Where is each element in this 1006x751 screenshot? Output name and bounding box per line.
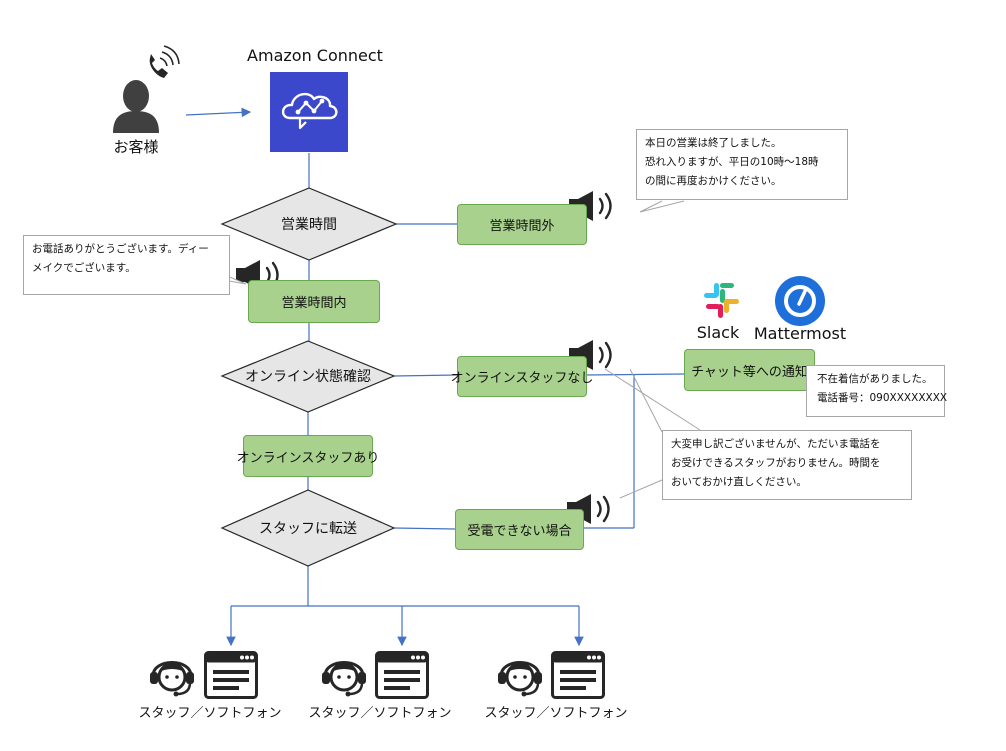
customer-label: お客様	[113, 138, 159, 156]
callout-tail-busy-3	[619, 479, 663, 499]
softphone-window-icon	[551, 651, 605, 699]
staff-label-3: スタッフ／ソフトフォン	[484, 706, 628, 721]
note-line: 電話番号：090XXXXXXXX	[817, 392, 948, 404]
decision-hours-label: 営業時間	[281, 217, 337, 233]
decision-transfer-label: スタッフに転送	[259, 521, 357, 537]
phone-ringing-icon	[149, 45, 180, 78]
note-line: お受けできるスタッフがおりません。時間を	[671, 457, 881, 469]
busy-message-note: 大変申し訳ございませんが、ただいま電話を お受けできるスタッフがおりません。時間…	[662, 430, 912, 500]
mattermost-icon	[775, 276, 825, 326]
note-line: 本日の営業は終了しました。	[645, 137, 782, 149]
note-line: メイクでございます。	[32, 262, 136, 274]
softphone-window-icon	[204, 651, 258, 699]
online-to-no-staff-line	[393, 374, 458, 377]
connect-cloud-icon	[270, 72, 348, 152]
headset-operator-icon	[320, 660, 368, 699]
unanswered-box: 受電できない場合	[455, 509, 584, 550]
in-hours-box: 営業時間内	[248, 280, 380, 323]
staff-available-box: オンラインスタッフあり	[237, 435, 379, 477]
greeting-message-note: お電話ありがとうございます。ディー メイクでございます。	[23, 235, 230, 295]
headset-operator-icon	[148, 660, 196, 699]
note-line: おいておかけ直しください。	[671, 476, 807, 488]
no-staff-to-notify-line	[584, 373, 685, 376]
customer-to-connect-arrow	[185, 107, 252, 118]
staff-label-2: スタッフ／ソフトフォン	[308, 706, 452, 721]
after-hours-box: 営業時間外	[457, 204, 587, 245]
mattermost-label: Mattermost	[753, 324, 847, 343]
callout-tail-busy-1	[604, 368, 701, 431]
callout-tail-closed	[639, 200, 685, 213]
staff-label-1: スタッフ／ソフトフォン	[138, 706, 282, 721]
note-line: お電話ありがとうございます。ディー	[32, 243, 209, 255]
transfer-to-unanswered-line	[393, 527, 456, 530]
headset-operator-icon	[496, 660, 544, 699]
softphone-window-icon	[375, 651, 429, 699]
connector-lines	[185, 107, 685, 647]
note-line: 大変申し訳ございませんが、ただいま電話を	[671, 438, 881, 450]
closed-message-note: 本日の営業は終了しました。 恐れ入りますが、平日の10時～18時 の間に再度おか…	[636, 129, 848, 200]
callout-tail-busy-2	[629, 368, 663, 433]
missed-call-note: 不在着信がありました。 電話番号：090XXXXXXXX	[806, 365, 948, 417]
no-staff-box: オンラインスタッフなし	[451, 356, 593, 397]
slack-icon	[704, 283, 739, 318]
slack-label: Slack	[696, 323, 740, 342]
decision-transfer-shape	[220, 489, 396, 567]
person-icon	[113, 80, 159, 133]
note-line: 不在着信がありました。	[817, 373, 933, 385]
note-line: 恐れ入りますが、平日の10時～18時	[645, 156, 819, 168]
note-line: の間に再度おかけください。	[645, 175, 782, 187]
decision-online-label: オンライン状態確認	[245, 369, 371, 385]
connect-title: Amazon Connect	[247, 46, 383, 65]
decision-hours-shape	[220, 187, 398, 261]
notify-box: チャット等への通知	[684, 349, 815, 391]
decision-online-shape	[220, 340, 396, 413]
